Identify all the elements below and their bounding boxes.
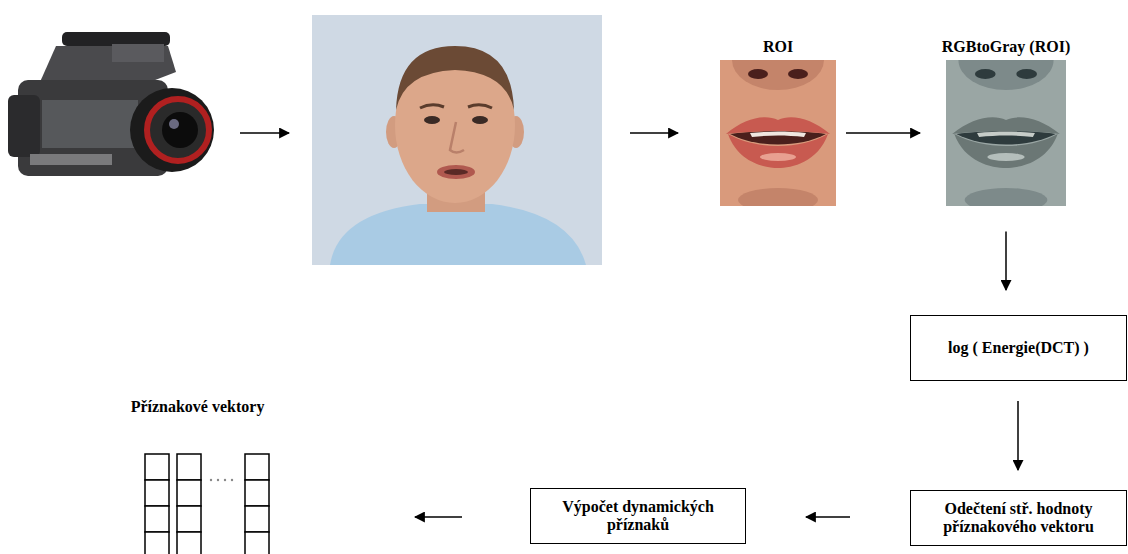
vector-cell	[145, 532, 169, 554]
process-label: log ( Energie(DCT) )	[948, 339, 1089, 357]
camera-mic	[112, 44, 164, 62]
upper-lip	[952, 118, 1060, 135]
vector-cell	[177, 480, 201, 506]
nose-shadow	[732, 60, 824, 90]
flow-arrow	[846, 132, 920, 134]
shirt	[330, 204, 586, 265]
mouth-opening	[730, 131, 826, 145]
lens-glint	[169, 119, 179, 129]
flow-arrow	[1017, 401, 1019, 470]
eyebrow	[420, 105, 444, 108]
vector-cell	[177, 532, 201, 554]
mouth-region	[720, 60, 836, 206]
roi-image: ROI	[718, 38, 838, 206]
nostril	[975, 69, 996, 79]
photo-background	[312, 15, 602, 265]
mouth	[437, 165, 475, 179]
mouth-opening	[956, 131, 1055, 145]
camera-back	[8, 95, 40, 157]
camera-panel	[42, 100, 138, 148]
vector-cell	[245, 532, 269, 554]
teeth	[750, 132, 806, 138]
nose	[450, 122, 464, 153]
face-photo	[312, 15, 602, 265]
vector-cell	[245, 454, 269, 480]
chin-shadow	[965, 188, 1048, 206]
process-box: Odečtení stř. hodnoty příznakového vekto…	[910, 490, 1127, 546]
vector-cell	[245, 480, 269, 506]
vector-cell	[145, 480, 169, 506]
vector-cell	[145, 454, 169, 480]
teeth	[977, 132, 1035, 138]
vector-cell	[145, 506, 169, 532]
process-box: Výpočet dynamických příznaků	[530, 488, 746, 544]
camera-lens-hood	[130, 88, 214, 172]
vector-cell	[177, 454, 201, 480]
ellipsis-dot	[224, 479, 226, 481]
process-label: Výpočet dynamických příznaků	[537, 498, 739, 535]
nostril	[748, 69, 768, 79]
eye	[424, 116, 440, 124]
lip-image	[720, 60, 836, 206]
image-heading: RGBtoGray (ROI)	[928, 38, 1084, 56]
upper-lip	[726, 118, 830, 135]
flow-arrow	[1005, 231, 1007, 290]
flow-arrow	[630, 132, 678, 134]
eyebrow	[468, 105, 492, 108]
gray-image: RGBtoGray (ROI)	[928, 38, 1084, 206]
camera-lens	[162, 112, 198, 148]
vector-cell	[177, 506, 201, 532]
ellipsis-dot	[231, 479, 233, 481]
camera-handle	[62, 32, 170, 46]
mouth-region	[946, 60, 1066, 206]
image-heading: Příznakové vektory	[105, 398, 290, 416]
chin-shadow	[738, 188, 818, 206]
video-camera	[8, 32, 214, 176]
hair	[396, 46, 514, 110]
image-heading: ROI	[718, 38, 838, 56]
nose-shadow	[958, 60, 1053, 90]
nostril	[788, 69, 808, 79]
vector-cell	[245, 506, 269, 532]
vector-grid	[105, 448, 290, 554]
ellipsis-dot	[217, 479, 219, 481]
ellipsis-dot	[210, 479, 212, 481]
lip-highlight	[760, 153, 796, 161]
eye	[472, 116, 488, 124]
flow-arrow	[806, 516, 850, 518]
lip-image	[946, 60, 1066, 206]
flow-arrow	[240, 132, 289, 134]
flow-arrow	[415, 516, 462, 518]
process-label: Odečtení stř. hodnoty příznakového vekto…	[917, 500, 1120, 537]
process-box: log ( Energie(DCT) )	[910, 315, 1127, 381]
nostril	[1016, 69, 1037, 79]
feature-vectors: Příznakové vektory	[105, 398, 290, 554]
lip-highlight	[987, 153, 1024, 161]
mouth-opening	[444, 169, 468, 175]
head	[395, 47, 515, 203]
camera-strip	[30, 154, 112, 165]
camera-lens-ring	[147, 99, 209, 161]
